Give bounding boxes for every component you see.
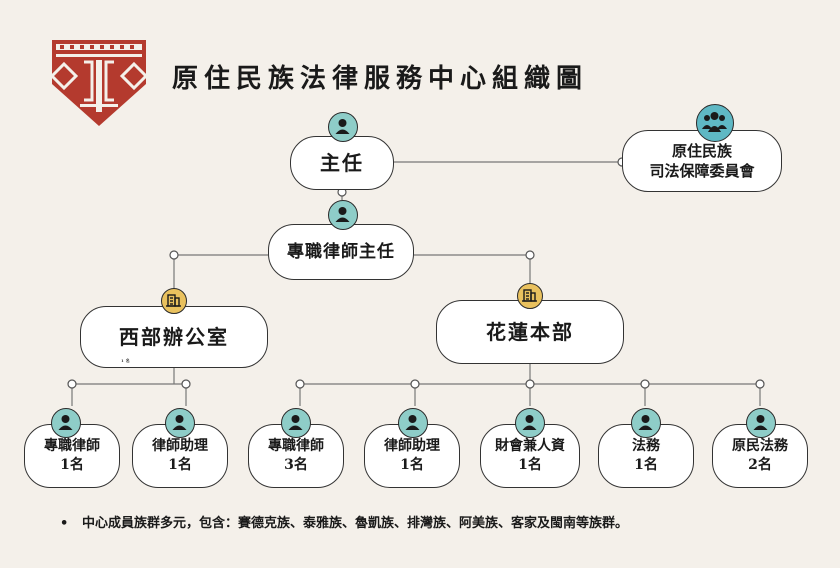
hualien-hq-label: 花蓮本部 <box>486 319 574 344</box>
note-bullet: • <box>60 516 69 531</box>
person-icon <box>746 408 776 438</box>
hualien-indigenous-legal-count: 2名 <box>748 457 772 473</box>
person-icon <box>328 112 358 142</box>
west-assistant-label: 律師助理 <box>152 438 208 455</box>
person-icon <box>51 408 81 438</box>
hualien-legal-node: 法務 1名 <box>598 424 694 488</box>
chief-lawyer-node: 專職律師主任 <box>268 224 414 280</box>
hualien-accounting-label: 財會兼人資 <box>495 438 565 455</box>
person-icon <box>398 408 428 438</box>
west-office-label: 西部辦公室 <box>119 324 229 349</box>
chief-lawyer-label: 專職律師主任 <box>287 241 395 262</box>
group-icon <box>696 104 734 142</box>
note-text: 中心成員族群多元，包含：賽德克族、泰雅族、魯凱族、排灣族、阿美族、客家及閩南等族… <box>82 516 629 531</box>
hualien-indigenous-legal-label: 原民法務 <box>732 438 788 455</box>
west-lawyer-count: 1名 <box>60 457 84 473</box>
director-node: 主任 <box>290 136 394 190</box>
committee-node: 原住民族 司法保障委員會 <box>622 130 782 192</box>
hualien-accounting-count: 1名 <box>518 457 542 473</box>
page-title: 原住民族法律服務中心組織圖 <box>172 64 589 94</box>
person-icon <box>281 408 311 438</box>
office-building-icon <box>517 283 543 309</box>
hualien-hq-node: 花蓮本部 <box>436 300 624 364</box>
hualien-lawyer-label: 專職律師 <box>268 438 324 455</box>
hualien-lawyer-node: 專職律師 3名 <box>248 424 344 488</box>
person-icon <box>631 408 661 438</box>
hualien-legal-label: 法務 <box>632 438 660 455</box>
committee-label: 原住民族 <box>671 141 732 160</box>
office-building-icon <box>161 288 187 314</box>
committee-sublabel: 司法保障委員會 <box>649 162 755 180</box>
logo-icon <box>50 40 148 126</box>
west-office-node: 西部辦公室 1名 <box>80 306 268 368</box>
hualien-assistant-label: 律師助理 <box>384 438 440 455</box>
person-icon <box>515 408 545 438</box>
hualien-assistant-count: 1名 <box>400 457 424 473</box>
hualien-lawyer-count: 3名 <box>284 457 308 473</box>
director-label: 主任 <box>320 150 364 175</box>
person-icon <box>328 200 358 230</box>
west-assistant-count: 1名 <box>168 457 192 473</box>
west-lawyer-label: 專職律師 <box>44 438 100 455</box>
hualien-legal-count: 1名 <box>634 457 658 473</box>
hualien-accounting-node: 財會兼人資 1名 <box>480 424 580 488</box>
west-office-note: 1名 <box>121 357 132 363</box>
person-icon <box>165 408 195 438</box>
membership-note: • 中心成員族群多元，包含：賽德克族、泰雅族、魯凱族、排灣族、阿美族、客家及閩南… <box>60 512 790 536</box>
